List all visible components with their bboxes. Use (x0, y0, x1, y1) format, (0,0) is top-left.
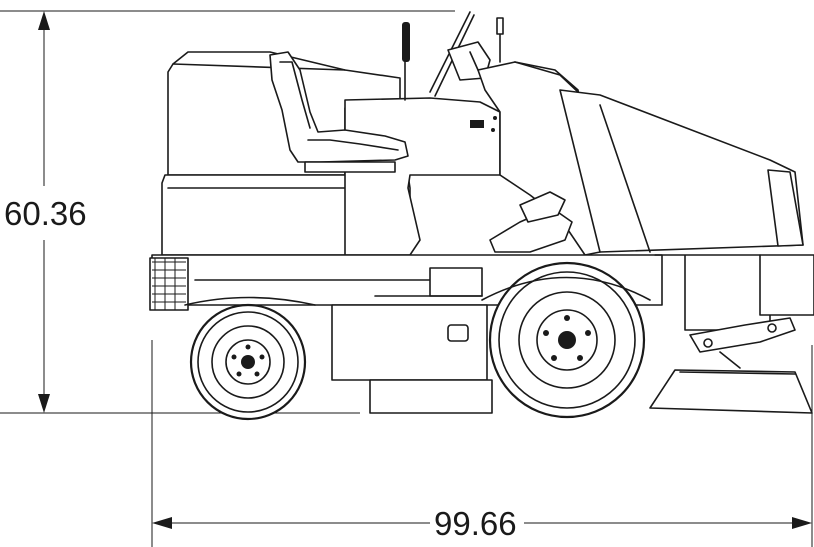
seat-back-contour (279, 61, 311, 129)
steering-column-detail (469, 51, 479, 71)
side-broom (649, 369, 813, 414)
rear-hub-ring (225, 339, 271, 385)
handrail (514, 61, 579, 93)
lower-skirt (369, 379, 493, 414)
debris-hopper (559, 89, 804, 253)
dash-indicator (493, 116, 497, 120)
front-tire-tread (498, 271, 636, 409)
front-bumper (759, 254, 814, 316)
rear-lug (236, 371, 242, 377)
front-lug (577, 355, 583, 361)
broom-pivot (703, 338, 713, 348)
seat-base (304, 161, 396, 173)
broom-pivot-2 (767, 323, 777, 333)
rear-tire-tread (197, 311, 299, 413)
pedal (519, 191, 566, 223)
height-arrow-bottom (38, 394, 50, 413)
rear-bumper (149, 257, 189, 311)
front-skirt (654, 254, 771, 331)
hopper-brace (599, 104, 651, 253)
front-lug (551, 355, 557, 361)
rear-lug (245, 344, 251, 350)
front-lug (543, 330, 549, 336)
bumper-pattern-vertical (154, 258, 176, 310)
front-lug (585, 330, 591, 336)
dash-indicator-2 (491, 128, 495, 132)
sweeper-machine (149, 11, 814, 421)
frame-access-panel (429, 267, 483, 297)
rear-lug (254, 371, 260, 377)
length-dimension-label: 99.66 (434, 505, 517, 542)
front-hub-ring (536, 309, 598, 371)
cover-ridge (172, 63, 346, 71)
rear-wheel (189, 303, 307, 421)
height-dimension: 60.36 (0, 10, 455, 414)
height-dimension-label: 60.36 (4, 195, 87, 232)
rear-hub (241, 355, 255, 369)
front-wheel-well (481, 276, 651, 301)
bumper-pattern (152, 261, 186, 303)
seat-cushion-contour (307, 139, 399, 151)
broom-stem (719, 351, 741, 369)
rear-wheel-well (184, 296, 316, 306)
front-hub (558, 331, 576, 349)
length-dimension: 99.66 (151, 340, 813, 547)
control-lever-knob (496, 17, 504, 35)
storage-box (331, 304, 488, 381)
hopper-end-cap (767, 169, 804, 247)
length-arrow-right (792, 517, 812, 529)
front-lug (564, 315, 570, 321)
height-arrow-top (38, 11, 50, 30)
foot-pedal-assembly (489, 207, 573, 253)
broom-disc-top (679, 371, 796, 375)
dash-switch (470, 120, 484, 128)
storage-box-latch (447, 324, 469, 342)
front-wheel (488, 261, 646, 419)
operator-seat (269, 51, 409, 163)
control-lever-handle (402, 22, 410, 62)
length-arrow-left (152, 517, 172, 529)
rear-lug (259, 354, 265, 360)
rear-lug (231, 354, 237, 360)
